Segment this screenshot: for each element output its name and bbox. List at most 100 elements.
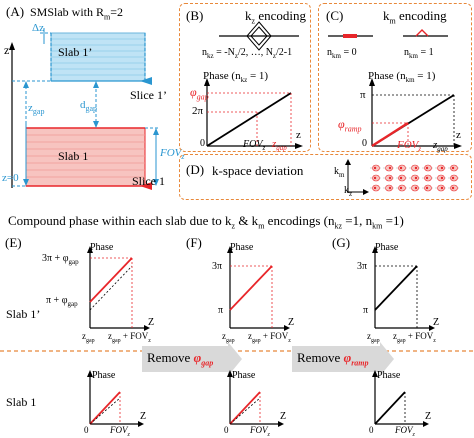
plot-g-bottom-zero: 0 [369,425,374,435]
kspace-sample-dot [440,166,444,170]
kspace-sample-dot [373,166,377,170]
slice-bottom-label: Slice 1 [132,174,165,188]
plot-e-top-ylo: π + φgap [46,295,78,308]
plot-f-bottom-z: Z [280,411,287,422]
plot-f-top-x2: zgap + FOVz [248,331,291,344]
plot-f-bottom-zero: 0 [224,425,229,435]
kspace-sample-dot [414,166,418,170]
kspace-sample-dot [451,186,455,190]
panel-c-fovz: FOVz [397,139,422,154]
panel-d-title: k-space deviation [212,163,304,178]
nkm1-label: nkm = 1 [404,47,434,60]
row-label-slab-bottom: Slab 1 [6,395,37,409]
panel-d-label: (D) [186,162,205,177]
plot-e-top [87,246,150,331]
kspace-sample-dot [414,186,418,190]
plot-g-bottom-z: Z [425,411,432,422]
plot-g-top-z: Z [433,317,440,328]
row-separator [0,350,474,352]
compound-title: Compound phase within each slab due to k… [8,213,404,231]
panel-b-plot [204,21,303,149]
panel-d [179,154,472,200]
plot-g-top-x1: zgap [367,331,380,344]
kspace-sample-dot [373,186,377,190]
z-axis-label: z [4,43,10,57]
plot-e-top-yhi: 3π + φgap [42,253,79,266]
panel-c-pi: π [360,89,366,101]
plot-f-top-z: Z [288,317,295,328]
nkm0-label: nkm = 0 [327,47,357,60]
phi-ramp-label: φramp [338,117,362,134]
panel-a-title: SMSlab with Rm=2 [30,5,124,22]
plot-f-top-x1: zgap [222,331,235,344]
kz-axis-label: kz [344,185,353,198]
remove-arrows [142,342,394,376]
plot-g-top-x2: zgap + FOVz [393,331,436,344]
slab-top-label: Slab 1’ [58,45,93,59]
plot-f-bottom [227,370,284,427]
kspace-sample-dot [451,166,455,170]
plot-f-top-yhi: 3π [212,261,223,272]
row-label-slab-top: Slab 1’ [6,307,41,321]
panel-a-diagram [9,28,160,190]
plot-e-top-phase: Phase [90,242,114,253]
kspace-sample-dot [388,186,392,190]
plot-e-top-z: Z [148,317,155,328]
kspace-sample-dot [388,166,392,170]
nkz-range: nkz = -Nz/2, …, Nz/2-1 [202,47,293,60]
panel-b-phase-label: Phase (nkz = 1) [203,70,269,85]
two-pi-label: 2π [192,105,204,117]
panel-g-label: (G) [332,235,351,250]
kspace-sample-dot [425,186,429,190]
panel-c-title: km encoding [383,8,447,26]
plot-f-bottom-phase: Phase [232,370,256,381]
plot-f-bottom-fov: FOVz [250,425,270,438]
plot-e-top-x1: zgap [82,331,95,344]
panel-c [318,3,472,152]
plot-f-top-phase: Phase [230,242,254,253]
kspace-sample-dot [451,176,455,180]
kspace-sample-dot [373,176,377,180]
plot-e-top-x2: zgap + FOVz [108,331,151,344]
panel-b-zgap: zgap [272,138,287,153]
plot-g-top-yhi: 3π [357,261,368,272]
kspace-sample-dot [440,186,444,190]
panel-b-label: (B) [186,8,204,23]
km-axis-label: km [334,166,345,179]
remove-ramp-label: Remove φramp [297,350,369,368]
panel-b [179,3,311,152]
kspace-sample-dot [440,176,444,180]
plot-g-top [372,246,435,331]
plot-e-bottom-zero: 0 [84,425,89,435]
panel-a-label: (A) [6,4,25,19]
panel-f-label: (F) [186,235,202,250]
kspace-sample-dot [399,176,403,180]
kspace-sample-dot [414,176,418,180]
panel-b-title: kz encoding [245,8,306,26]
slice-top-label: Slice 1’ [130,88,167,102]
kspace-sample-dot [399,166,403,170]
plot-g-top-phase: Phase [375,242,399,253]
kspace-sample-dot [399,186,403,190]
plot-e-bottom-z: Z [140,411,147,422]
panel-c-z: z [456,129,461,141]
plot-g-bottom [372,370,429,427]
panel-c-plot [328,29,462,149]
panel-b-fovz: FOVz [243,139,266,152]
plot-e-bottom-phase: Phase [92,370,116,381]
panel-b-z: z [296,129,301,141]
kspace-sample-dot [425,166,429,170]
plot-g-bottom-phase: Phase [377,370,401,381]
plot-f-top-ylo: π [218,305,224,316]
panel-c-label: (C) [326,8,344,23]
plot-f-top [227,246,290,331]
z0-label: z=0 [2,172,19,184]
plot-e-bottom [87,370,144,427]
panel-c-phase-label: Phase (nkm = 1) [368,70,436,85]
kspace-grid [345,159,460,195]
panel-e-label: (E) [5,235,22,250]
kspace-sample-dot [425,176,429,180]
panel-c-zgap: zgap [433,139,448,154]
zgap-label: zgap [28,102,45,117]
dgap-label: dgap [80,99,98,114]
